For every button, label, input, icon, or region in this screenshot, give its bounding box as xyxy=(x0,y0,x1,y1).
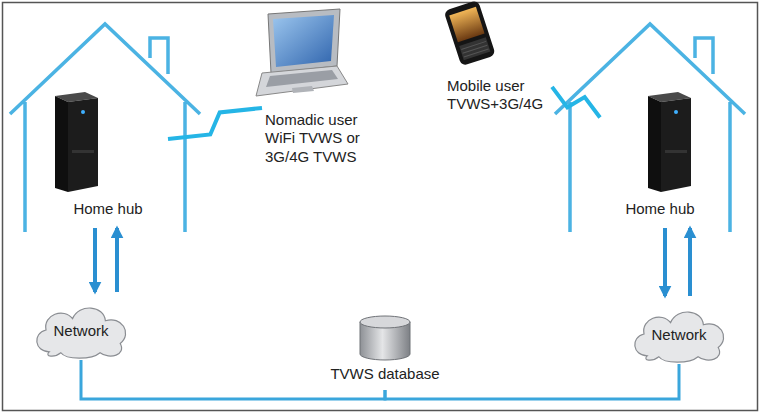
user-label-node: Nomadic user WiFi TVWS or 3G/4G TVWS xyxy=(262,108,374,169)
data-arrow xyxy=(663,228,667,296)
user-label-node: Mobile user TVWS+3G/4G xyxy=(444,74,552,117)
phone-keys xyxy=(461,41,488,57)
house-outline xyxy=(555,24,745,232)
hub-device xyxy=(648,92,691,192)
database-outline xyxy=(360,316,410,328)
laptop-base xyxy=(256,66,348,96)
node-label: Home hub xyxy=(625,200,694,218)
node-label: Network xyxy=(53,318,108,340)
hub-device xyxy=(68,98,98,192)
node-label: Home hub xyxy=(73,200,142,218)
node-label: Nomadic user WiFi TVWS or 3G/4G TVWS xyxy=(265,111,371,166)
node-label: Mobile user TVWS+3G/4G xyxy=(447,77,549,114)
network-cloud: Network xyxy=(626,302,732,364)
wireless-bolt xyxy=(168,108,262,139)
node-label: Network xyxy=(651,322,706,344)
hub-device xyxy=(55,96,68,192)
laptop-lid xyxy=(268,9,340,73)
database-cylinder: TVWS database xyxy=(320,314,450,390)
network-cloud: Network xyxy=(28,298,134,360)
database-outline xyxy=(358,314,412,362)
hub-device xyxy=(661,98,691,192)
home-hub-node: Home hub xyxy=(600,88,720,222)
cloud-outline xyxy=(37,308,126,358)
phone-screen xyxy=(449,7,484,42)
hub-device xyxy=(648,96,661,192)
data-arrow xyxy=(115,228,119,292)
cloud-outline xyxy=(635,312,724,362)
house-outline xyxy=(10,24,200,232)
hub-light xyxy=(674,110,678,114)
frame xyxy=(3,3,758,411)
hub-light xyxy=(81,110,85,114)
data-arrow xyxy=(688,228,692,296)
hub-device xyxy=(72,150,94,153)
laptop-illustration xyxy=(256,9,348,96)
house-outline xyxy=(10,24,200,232)
phone-illustration xyxy=(444,0,496,66)
data-arrow xyxy=(93,228,97,292)
laptop-screen xyxy=(273,15,334,67)
home-hub-node: Home hub xyxy=(48,88,168,222)
laptop-touchpad xyxy=(292,86,314,93)
hub-device xyxy=(665,150,687,153)
laptop-keyboard xyxy=(266,70,338,87)
wireless-bolt xyxy=(552,87,600,118)
phone-body xyxy=(444,0,496,66)
node-label: TVWS database xyxy=(330,365,439,383)
hub-device xyxy=(55,92,98,192)
phone-keys xyxy=(459,37,490,60)
house-outline xyxy=(555,24,745,232)
